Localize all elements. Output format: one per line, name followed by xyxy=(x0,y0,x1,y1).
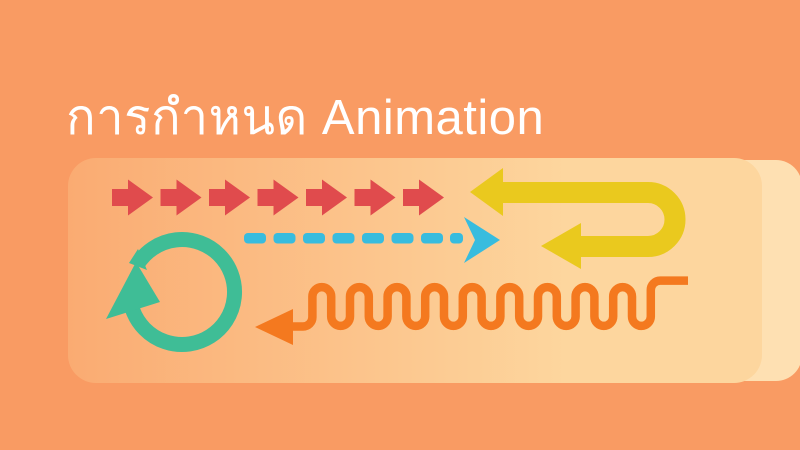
dash-segment xyxy=(244,233,266,244)
dash-segment xyxy=(303,233,325,244)
red-arrow-icon xyxy=(354,179,396,216)
dash-segment xyxy=(362,233,384,244)
dashed-arrow-icon xyxy=(244,217,500,263)
u-turn-arrowhead-bottom xyxy=(541,223,581,269)
red-arrows-sequence xyxy=(112,179,444,216)
zigzag-arrowhead xyxy=(255,309,293,345)
loop-arrow-tail xyxy=(129,249,147,270)
loop-arrow-arc xyxy=(125,232,242,352)
u-turn-arrow-body xyxy=(503,182,686,257)
dashed-arrowhead xyxy=(464,217,500,263)
red-arrow-icon xyxy=(306,179,347,216)
zigzag-arrow-icon xyxy=(255,276,688,345)
u-turn-arrow-icon xyxy=(470,168,686,269)
red-arrow-icon xyxy=(112,179,153,216)
red-arrow-icon xyxy=(209,179,250,216)
zigzag-arrow-body xyxy=(288,276,688,331)
dash-segment xyxy=(273,233,296,244)
dash-segment xyxy=(391,233,414,244)
slide-title: การกำหนด Animation xyxy=(66,91,545,145)
dash-segment xyxy=(421,233,443,244)
dash-segment xyxy=(332,233,355,244)
red-arrow-icon xyxy=(257,179,299,216)
u-turn-arrowhead-top xyxy=(470,168,503,216)
loop-arrowhead xyxy=(106,262,160,319)
dash-segment xyxy=(450,233,463,244)
red-arrow-icon xyxy=(160,179,202,216)
loop-arrow-icon xyxy=(106,232,242,352)
red-arrow-icon xyxy=(403,179,444,216)
